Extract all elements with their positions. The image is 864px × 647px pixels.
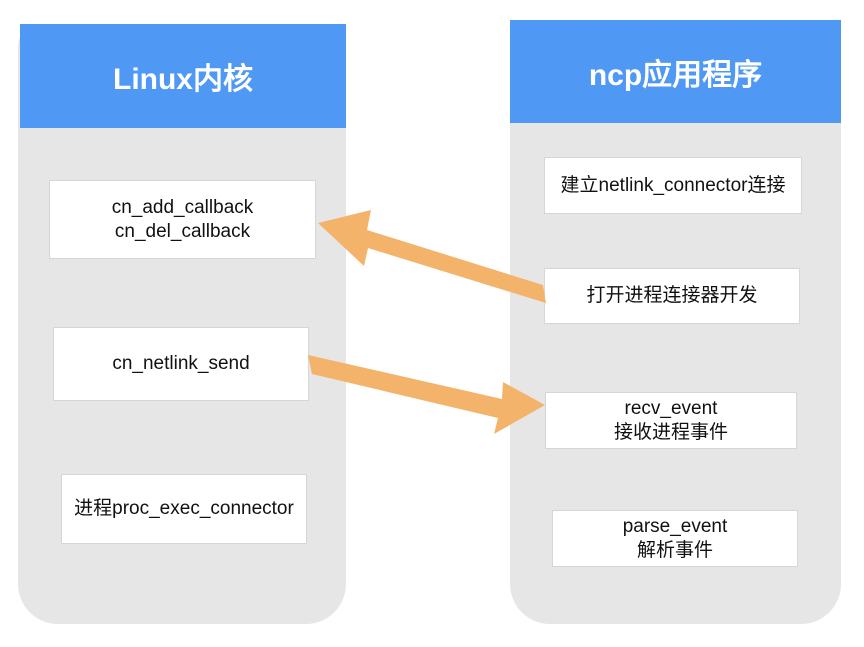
recv-event-box-line1: recv_event [624, 397, 718, 419]
callback-box-line1: cn_add_callback [111, 196, 254, 218]
linux-kernel-header: Linux内核 [20, 24, 346, 128]
netlink-send-box-line1: cn_netlink_send [112, 353, 250, 374]
netlink-connect-box-line1: 建立netlink_connector连接 [560, 174, 786, 196]
netlink-connect-box: 建立netlink_connector连接 [544, 157, 802, 214]
ncp-app-header: ncp应用程序 [510, 20, 841, 123]
callback-box-line2: cn_del_callback [114, 220, 251, 242]
parse-event-box: parse_event 解析事件 [552, 510, 798, 567]
recv-event-box-line2: 接收进程事件 [613, 421, 728, 443]
proc-exec-connector-box-line1: 进程proc_exec_connector [74, 498, 294, 519]
open-connector-box: 打开进程连接器开发 [544, 268, 800, 324]
proc-exec-connector-box: 进程proc_exec_connector [61, 474, 307, 544]
parse-event-box-line2: 解析事件 [636, 539, 713, 561]
netlink-send-box: cn_netlink_send [53, 327, 309, 401]
callback-box: cn_add_callback cn_del_callback [49, 180, 316, 259]
recv-event-box: recv_event 接收进程事件 [545, 392, 797, 449]
open-connector-box-line1: 打开进程连接器开发 [586, 285, 758, 306]
parse-event-box-line1: parse_event [622, 515, 728, 537]
